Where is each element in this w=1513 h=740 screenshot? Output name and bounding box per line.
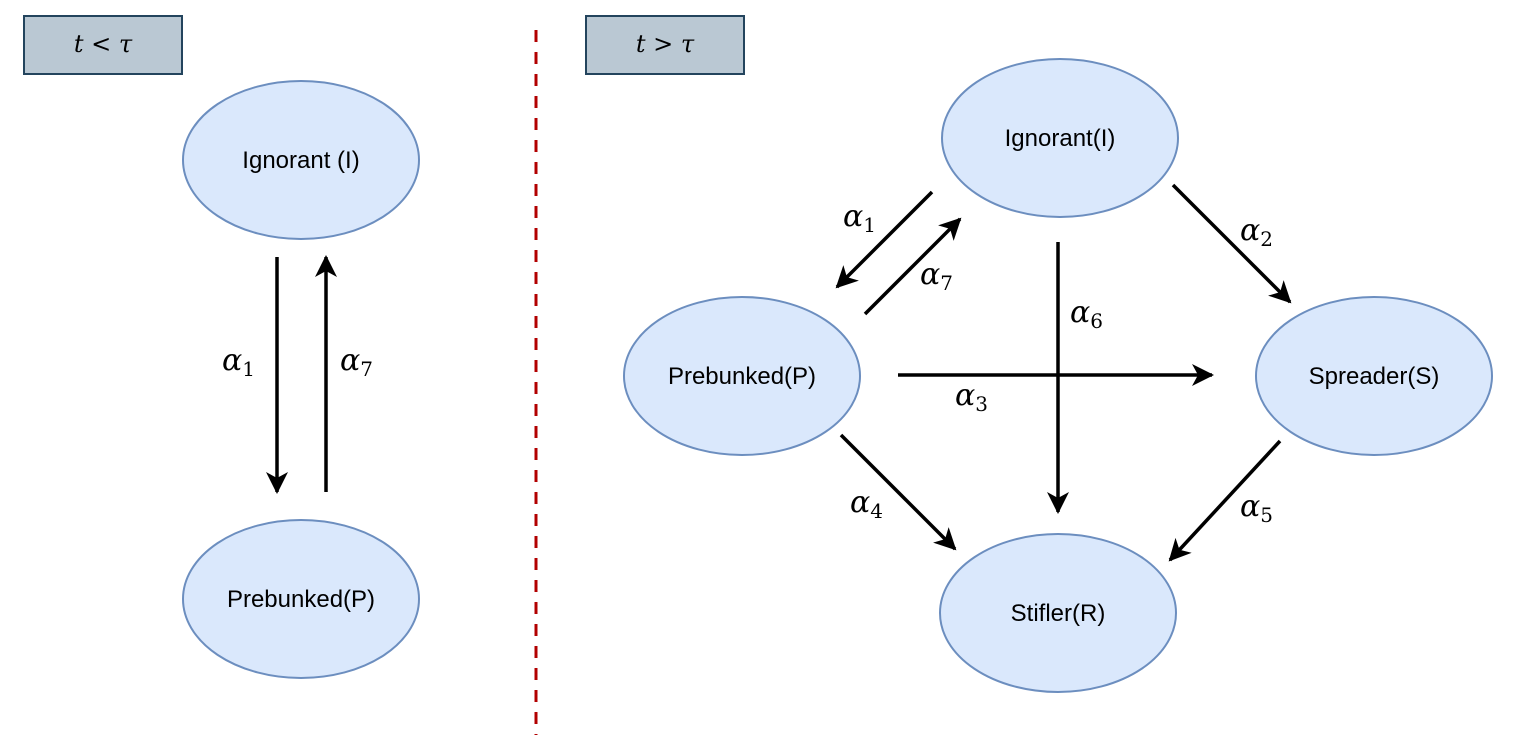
left-ignorant-label: Ignorant (I) — [242, 147, 359, 174]
right-stifler-label: Stifler(R) — [1011, 600, 1106, 627]
left-node-prebunked: Prebunked(P) — [182, 519, 420, 679]
arrow-prebunked-to-stifler — [839, 433, 957, 551]
arrow-ignorant-to-prebunked — [835, 190, 934, 289]
arrow-prebunked-to-ignorant — [863, 217, 962, 316]
rate-a4: α4 — [850, 485, 883, 523]
right-condition-box: t > τ — [585, 15, 745, 75]
left-node-ignorant: Ignorant (I) — [182, 80, 420, 240]
left-prebunked-label: Prebunked(P) — [227, 586, 375, 613]
right-node-spreader: Spreader(S) — [1255, 296, 1493, 456]
right-prebunked-label: Prebunked(P) — [668, 363, 816, 390]
right-node-prebunked: Prebunked(P) — [623, 296, 861, 456]
rate-a7: α7 — [920, 257, 953, 295]
right-ignorant-label: Ignorant(I) — [1005, 125, 1116, 152]
left-rate-a7: α7 — [340, 343, 373, 381]
rate-a5: α5 — [1240, 489, 1273, 527]
rate-a2: α2 — [1240, 213, 1273, 251]
rate-a6: α6 — [1070, 295, 1103, 333]
arrow-spreader-to-stifler — [1168, 439, 1282, 562]
right-spreader-label: Spreader(S) — [1309, 363, 1440, 390]
left-rate-a1: α1 — [222, 343, 255, 381]
rate-a1: α1 — [843, 199, 876, 237]
left-condition-label: t < τ — [74, 30, 133, 58]
arrow-ignorant-to-spreader — [1171, 183, 1292, 304]
right-node-stifler: Stifler(R) — [939, 533, 1177, 693]
left-condition-box: t < τ — [23, 15, 183, 75]
rate-a3: α3 — [955, 378, 988, 416]
right-node-ignorant: Ignorant(I) — [941, 58, 1179, 218]
right-condition-label: t > τ — [636, 30, 695, 58]
